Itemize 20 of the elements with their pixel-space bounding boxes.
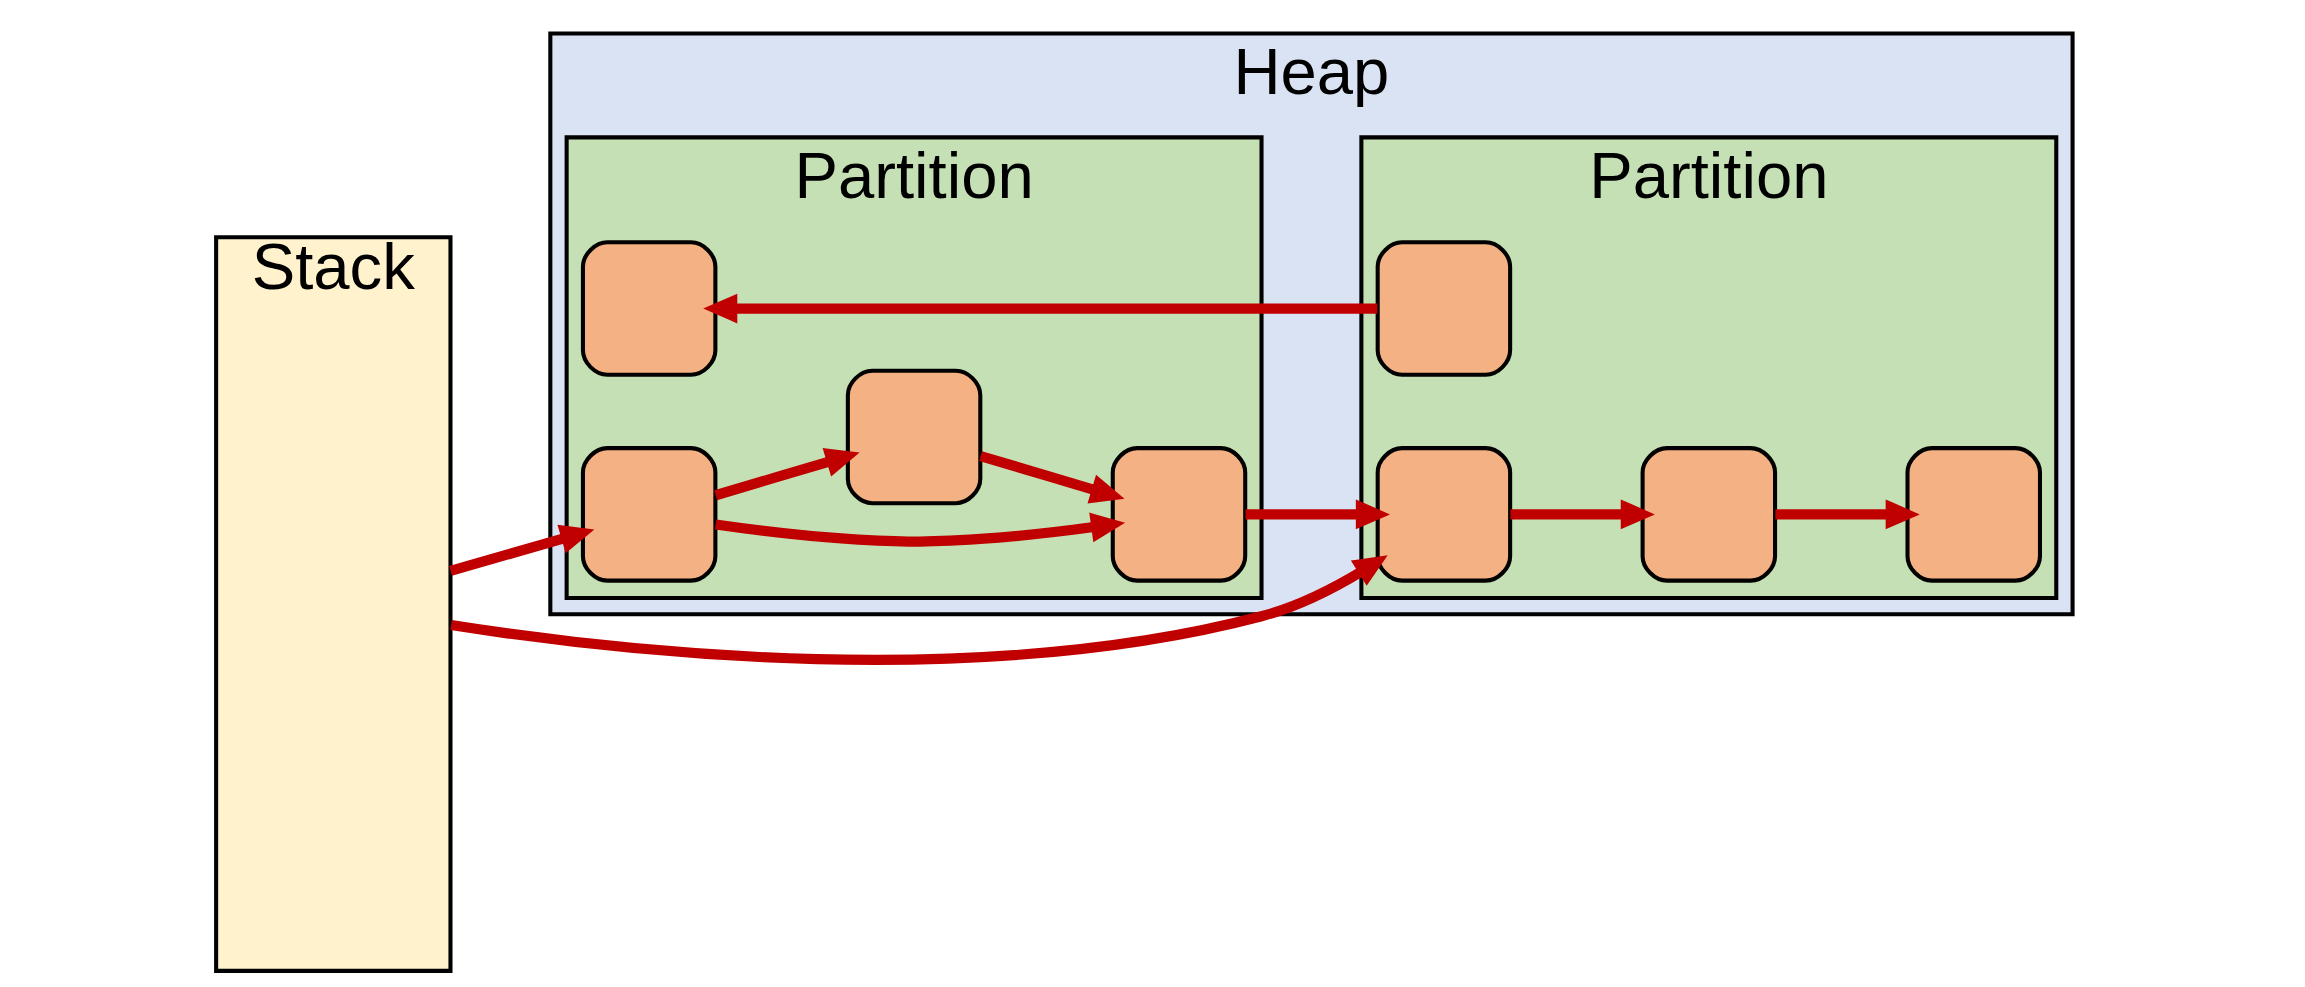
arrow (703, 293, 1378, 323)
node-box: Stack (214, 234, 453, 973)
arrow (450, 554, 1388, 665)
node-box (580, 239, 718, 377)
node-box (1110, 445, 1248, 583)
cluster: Partition (564, 134, 1264, 600)
arrow (1775, 498, 1920, 529)
node-box (1375, 239, 1513, 377)
node-box (845, 368, 983, 505)
arrow (449, 524, 595, 576)
node-box (1905, 445, 2042, 583)
node-box (1375, 445, 1513, 583)
cluster: Partition (1359, 134, 2059, 600)
arrow (1245, 498, 1390, 529)
arrow (1510, 498, 1655, 529)
arrow (979, 450, 1125, 503)
arrow (714, 447, 860, 500)
arrow (714, 512, 1126, 547)
node-box (1640, 445, 1778, 583)
node-box (580, 445, 718, 583)
